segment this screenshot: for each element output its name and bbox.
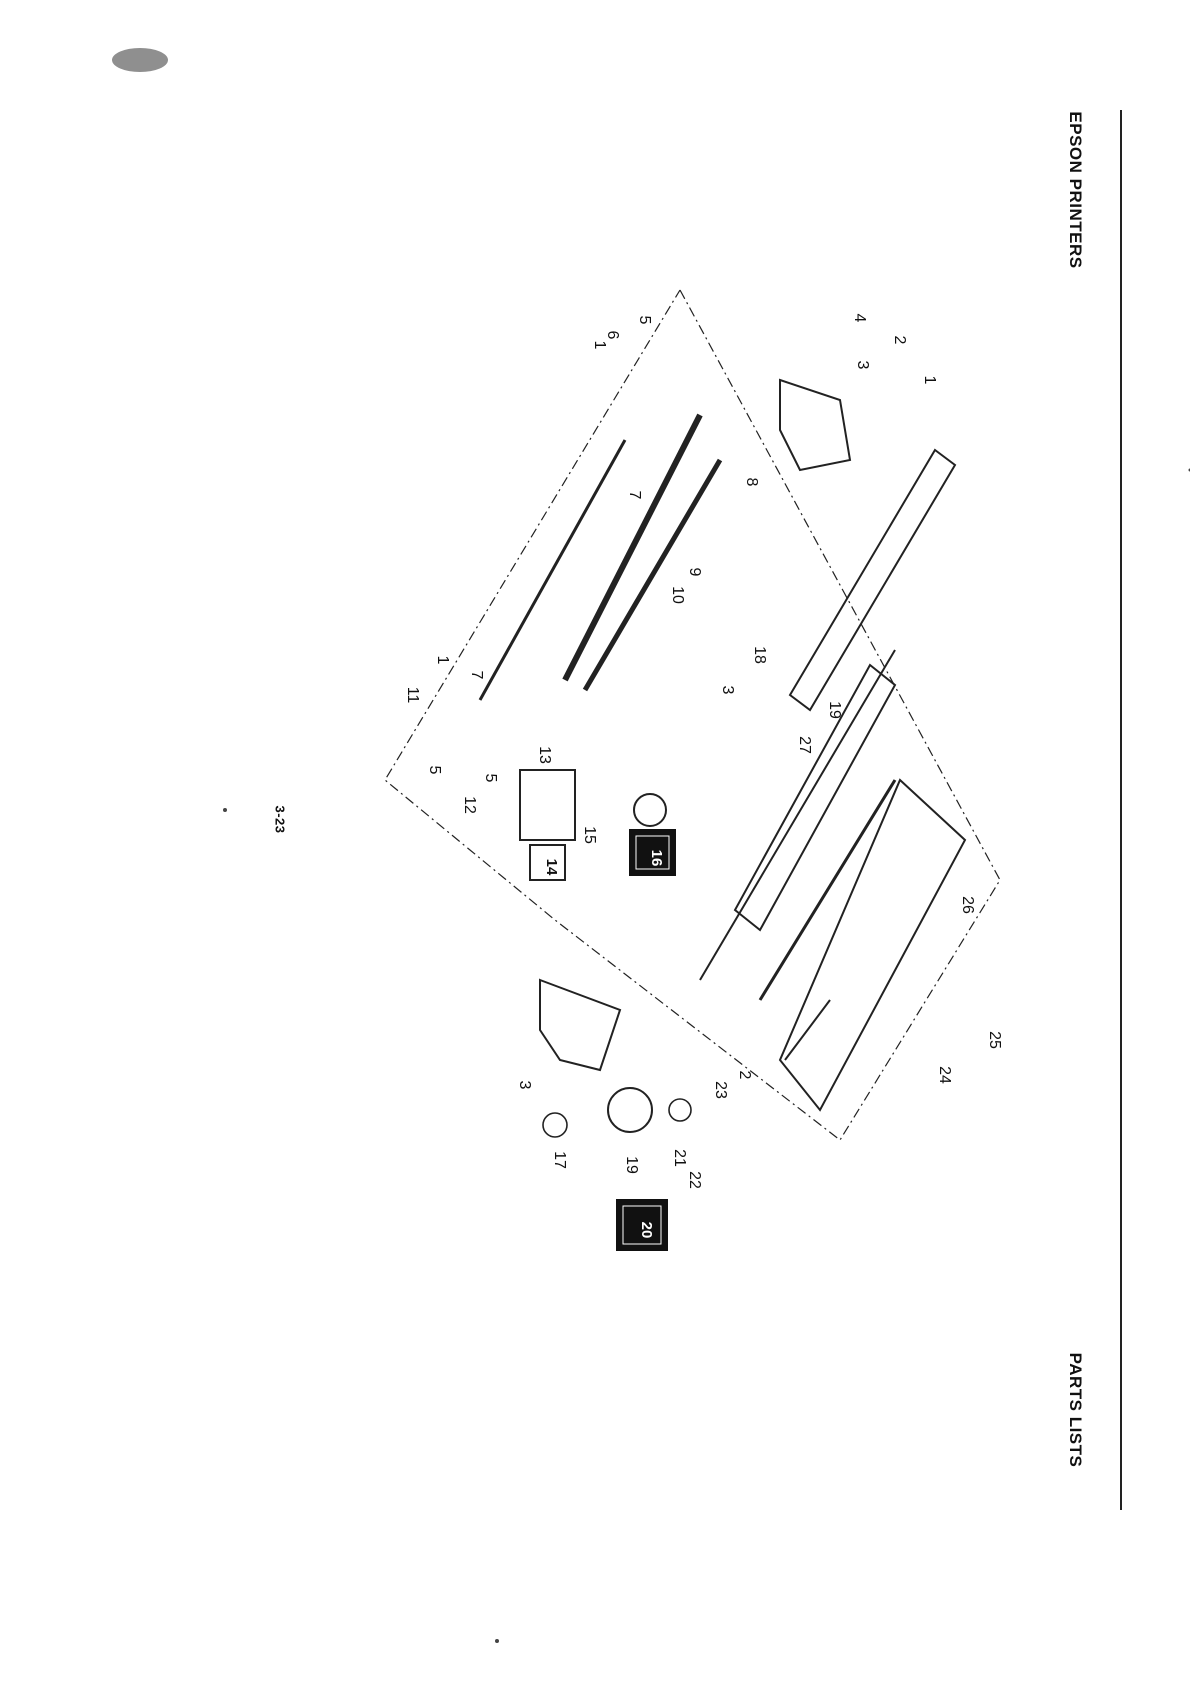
callout-label: 1: [434, 656, 451, 665]
long-rail-lower: [760, 780, 895, 1000]
callout-label: 3: [854, 361, 871, 370]
callout-label: 13: [536, 746, 553, 764]
callout-label: 15: [581, 826, 598, 844]
callout-label: 7: [468, 671, 485, 680]
callout-label: 12: [461, 796, 478, 814]
callout-label: 6: [604, 331, 621, 340]
callout-label: 24: [936, 1066, 953, 1084]
gear-17: [543, 1113, 567, 1137]
callout-label: 19: [623, 1156, 640, 1174]
callout-label: 21: [671, 1149, 688, 1167]
callout-label: 22: [686, 1171, 703, 1189]
right-side-frame: [780, 380, 850, 470]
callout-label: 18: [751, 646, 768, 664]
callout-label: 27: [796, 736, 813, 754]
gear-16: [634, 794, 666, 826]
callout-label: 2: [736, 1071, 753, 1080]
boxed-callout-label: 16: [648, 850, 665, 867]
shaft-rod-2: [565, 415, 700, 680]
callout-label: 1: [921, 376, 938, 385]
callout-label: 23: [712, 1081, 729, 1099]
callout-label: 5: [426, 766, 443, 775]
callout-label: 2: [891, 336, 908, 345]
guide-rail-lower: [785, 1000, 830, 1060]
callout-label: 3: [516, 1081, 533, 1090]
callout-label: 26: [959, 896, 976, 914]
boxed-callout-label: 20: [638, 1222, 655, 1239]
assembly-outline: [385, 290, 1000, 1140]
boxed-callout-14: 14: [530, 845, 565, 880]
callout-label: 10: [669, 586, 686, 604]
callout-label: 19: [826, 701, 843, 719]
callout-labels: 1 2 3 4 5 6 1 7 8 9 10 18 3 19 7 1 11 5 …: [404, 314, 1003, 1189]
callout-label: 7: [626, 491, 643, 500]
boxed-callout-20: 20: [617, 1200, 667, 1250]
motor-20: [608, 1088, 652, 1132]
boxed-callout-label: 14: [543, 859, 560, 876]
paper-guide-plate: [780, 780, 965, 1110]
callout-label: 1: [591, 341, 608, 350]
gear-21: [669, 1099, 691, 1121]
callout-label: 5: [636, 316, 653, 325]
callout-label: 8: [743, 478, 760, 487]
platen-roller: [735, 665, 895, 930]
callout-label: 5: [482, 774, 499, 783]
carriage-unit: [520, 770, 575, 840]
rail-upper: [790, 450, 955, 710]
callout-label: 25: [986, 1031, 1003, 1049]
callout-label: 11: [404, 687, 421, 704]
callout-label: 9: [686, 568, 703, 577]
boxed-callout-16: 16: [630, 830, 675, 875]
left-side-frame: [540, 980, 620, 1070]
callout-label: 4: [851, 314, 868, 323]
callout-label: 17: [551, 1151, 568, 1169]
callout-label: 3: [719, 686, 736, 695]
